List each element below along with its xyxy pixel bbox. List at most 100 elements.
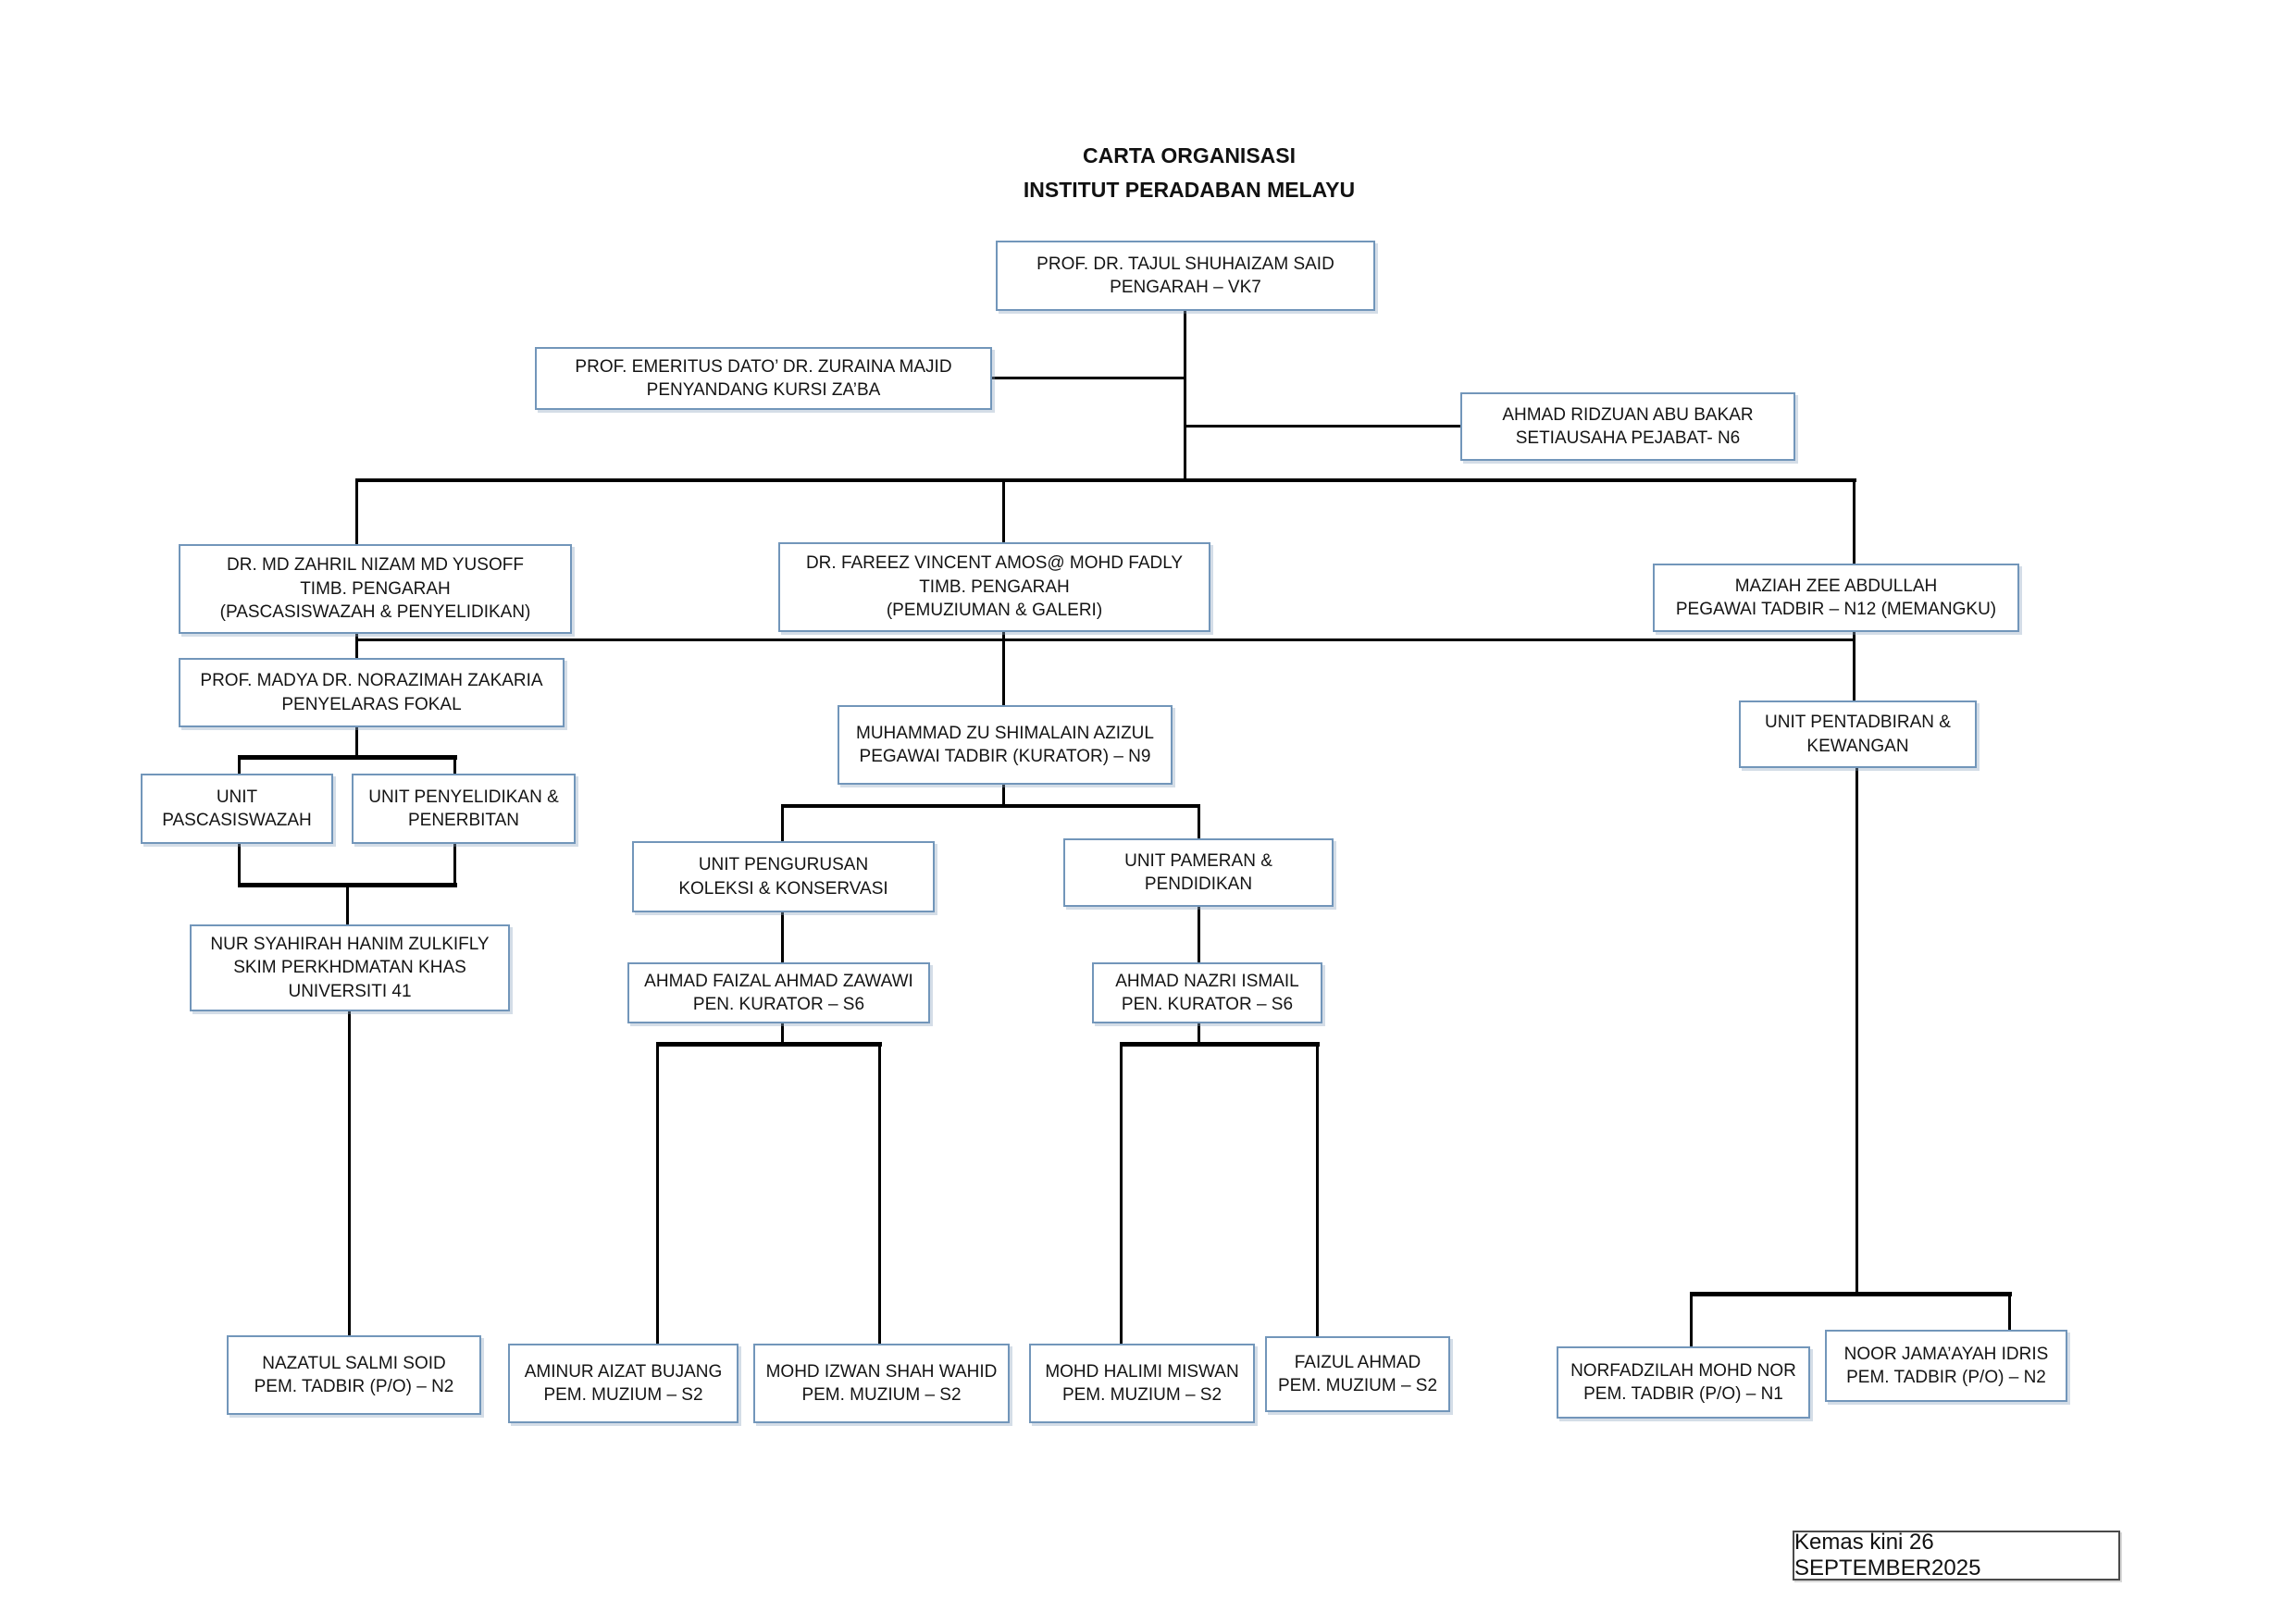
- chart-title-line2: INSTITUT PERADABAN MELAYU: [1023, 177, 1356, 202]
- connector: [2008, 1295, 2011, 1330]
- person-name: MUHAMMAD ZU SHIMALAIN AZIZUL: [856, 723, 1154, 743]
- unit-label: UNIT PAMERAN &: [1124, 850, 1272, 871]
- connector: [1316, 1045, 1319, 1336]
- person-role: PEM. MUZIUM – S2: [543, 1385, 703, 1405]
- connector: [355, 634, 358, 658]
- person-role-detail: UNIVERSITI 41: [288, 981, 412, 1001]
- connector: [1002, 481, 1005, 542]
- org-box-nur-syahirah: NUR SYAHIRAH HANIM ZULKIFLY SKIM PERKHDM…: [190, 924, 510, 1011]
- connector: [656, 1045, 659, 1344]
- connector: [1198, 807, 1200, 838]
- connector: [348, 1011, 351, 1335]
- org-box-unit-penyelidikan: UNIT PENYELIDIKAN & PENERBITAN: [352, 774, 576, 844]
- person-name: MOHD HALIMI MISWAN: [1045, 1361, 1239, 1382]
- connector: [355, 727, 358, 758]
- person-name: MOHD IZWAN SHAH WAHID: [765, 1361, 998, 1382]
- connector: [1002, 632, 1005, 705]
- person-name: DR. FAREEZ VINCENT AMOS@ MOHD FADLY: [805, 553, 1184, 574]
- connector: [1853, 481, 1855, 564]
- connector: [238, 755, 457, 760]
- connector: [992, 377, 1185, 379]
- person-name: NAZATUL SALMI SOID: [262, 1353, 446, 1373]
- org-box-faizul: FAIZUL AHMAD PEM. MUZIUM – S2: [1265, 1336, 1450, 1412]
- org-box-muhammad-zu: MUHAMMAD ZU SHIMALAIN AZIZUL PEGAWAI TAD…: [838, 705, 1173, 785]
- connector: [1120, 1042, 1320, 1047]
- updated-date-box: Kemas kini 26 SEPTEMBER2025: [1793, 1530, 2120, 1581]
- person-role: SKIM PERKHDMATAN KHAS: [233, 958, 466, 978]
- connector: [1690, 1295, 1693, 1346]
- person-role: PEM. TADBIR (P/O) – N1: [1583, 1384, 1783, 1404]
- connector: [1120, 1045, 1123, 1344]
- person-name: AHMAD RIDZUAN ABU BAKAR: [1502, 404, 1754, 425]
- org-box-zahril: DR. MD ZAHRIL NIZAM MD YUSOFF TIMB. PENG…: [179, 544, 572, 634]
- org-box-unit-pascasiswazah: UNIT PASCASISWAZAH: [141, 774, 333, 844]
- org-box-jamaayah: NOOR JAMA’AYAH IDRIS PEM. TADBIR (P/O) –…: [1825, 1330, 2067, 1402]
- chart-title-line1: CARTA ORGANISASI: [1083, 143, 1296, 167]
- connector: [1853, 632, 1855, 700]
- person-name: AHMAD FAIZAL AHMAD ZAWAWI: [644, 971, 913, 991]
- org-box-norazimah: PROF. MADYA DR. NORAZIMAH ZAKARIA PENYEL…: [179, 658, 565, 727]
- person-role: PENYELARAS FOKAL: [281, 694, 462, 714]
- unit-label: KEWANGAN: [1806, 736, 1909, 756]
- org-box-norfadzilah: NORFADZILAH MOHD NOR PEM. TADBIR (P/O) –…: [1557, 1346, 1810, 1419]
- updated-date-label: Kemas kini 26 SEPTEMBER2025: [1794, 1530, 1981, 1581]
- org-box-unit-pentadbiran: UNIT PENTADBIRAN & KEWANGAN: [1739, 700, 1977, 768]
- chart-title: CARTA ORGANISASI INSTITUT PERADABAN MELA…: [819, 139, 1559, 207]
- org-box-fareez: DR. FAREEZ VINCENT AMOS@ MOHD FADLY TIMB…: [778, 542, 1210, 632]
- person-role: PEGAWAI TADBIR – N12 (MEMANGKU): [1675, 600, 1997, 619]
- org-box-unit-pameran: UNIT PAMERAN & PENDIDIKAN: [1063, 838, 1334, 907]
- connector: [878, 1045, 881, 1344]
- connector: [1184, 311, 1186, 481]
- connector: [453, 844, 456, 886]
- connector: [238, 759, 241, 774]
- org-box-halimi: MOHD HALIMI MISWAN PEM. MUZIUM – S2: [1029, 1344, 1255, 1423]
- person-role: PEM. TADBIR (P/O) – N2: [1846, 1368, 2046, 1387]
- org-box-unit-pengurusan: UNIT PENGURUSAN KOLEKSI & KONSERVASI: [632, 841, 935, 912]
- connector: [1855, 768, 1858, 1295]
- connector: [1184, 425, 1462, 428]
- unit-label: PASCASISWAZAH: [162, 811, 312, 830]
- person-name: PROF. DR. TAJUL SHUHAIZAM SAID: [1036, 254, 1334, 274]
- person-role-detail: (PEMUZIUMAN & GALERI): [886, 601, 1103, 621]
- person-role: PEM. MUZIUM – S2: [1061, 1385, 1222, 1405]
- unit-label: UNIT PENTADBIRAN &: [1765, 713, 1951, 733]
- connector: [355, 478, 1856, 482]
- connector: [781, 804, 1200, 808]
- unit-label: KOLEKSI & KONSERVASI: [678, 878, 888, 899]
- connector: [1690, 1292, 2012, 1296]
- org-box-maziah: MAZIAH ZEE ABDULLAH PEGAWAI TADBIR – N12…: [1653, 564, 2019, 632]
- person-name: FAIZUL AHMAD: [1294, 1352, 1421, 1372]
- org-box-pengarah: PROF. DR. TAJUL SHUHAIZAM SAID PENGARAH …: [996, 241, 1375, 311]
- person-role: PENGARAH – VK7: [1110, 278, 1261, 297]
- connector: [781, 912, 784, 962]
- connector: [1002, 785, 1005, 807]
- connector: [238, 844, 241, 886]
- org-box-aminur: AMINUR AIZAT BUJANG PEM. MUZIUM – S2: [508, 1344, 738, 1423]
- person-name: PROF. EMERITUS DATO’ DR. ZURAINA MAJID: [575, 356, 952, 377]
- connector: [346, 886, 349, 924]
- connector: [1198, 1023, 1200, 1044]
- person-role: PENYANDANG KURSI ZA’BA: [646, 380, 881, 400]
- person-name: NUR SYAHIRAH HANIM ZULKIFLY: [210, 934, 490, 954]
- unit-label: UNIT: [216, 787, 258, 807]
- person-name: NOOR JAMA’AYAH IDRIS: [1843, 1344, 2049, 1364]
- person-role: TIMB. PENGARAH: [300, 578, 451, 599]
- connector: [1198, 907, 1200, 962]
- person-role: PEN. KURATOR – S6: [692, 995, 865, 1014]
- unit-label: UNIT PENGURUSAN: [698, 855, 869, 875]
- person-role: TIMB. PENGARAH: [919, 576, 1070, 597]
- person-name: AMINUR AIZAT BUJANG: [524, 1361, 723, 1382]
- person-name: AHMAD NAZRI ISMAIL: [1115, 971, 1299, 991]
- connector: [238, 883, 457, 887]
- org-box-ahmad-faizal: AHMAD FAIZAL AHMAD ZAWAWI PEN. KURATOR –…: [627, 962, 930, 1023]
- unit-label: UNIT PENYELIDIKAN &: [368, 787, 559, 807]
- unit-label: PENERBITAN: [407, 811, 519, 830]
- connector: [355, 481, 358, 544]
- org-box-setiausaha: AHMAD RIDZUAN ABU BAKAR SETIAUSAHA PEJAB…: [1460, 392, 1795, 461]
- unit-label: PENDIDIKAN: [1144, 874, 1253, 894]
- org-box-izwan: MOHD IZWAN SHAH WAHID PEM. MUZIUM – S2: [753, 1344, 1010, 1423]
- person-role: PEM. MUZIUM – S2: [801, 1385, 962, 1405]
- person-name: PROF. MADYA DR. NORAZIMAH ZAKARIA: [200, 671, 543, 691]
- org-box-ahmad-nazri: AHMAD NAZRI ISMAIL PEN. KURATOR – S6: [1092, 962, 1322, 1023]
